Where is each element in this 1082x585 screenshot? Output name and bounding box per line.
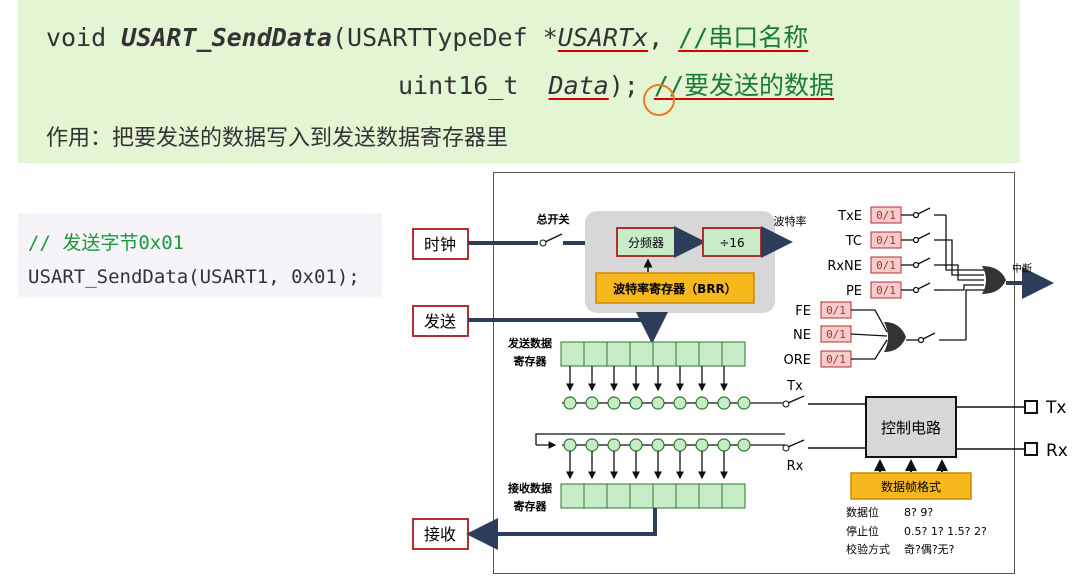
example-comment: // 发送字节0x01 [28,232,185,254]
brr-box [595,272,755,304]
flag-ore-label: ORE [784,353,811,368]
send-line [468,312,668,344]
tx-switch-label: Tx [786,379,803,394]
tx-pin [1024,400,1038,414]
flag-fe-label: FE [795,304,811,319]
error-or-wires [850,309,888,360]
flag-fe-value: 0/1 [826,304,846,317]
flag-txe-value: 0/1 [876,209,896,222]
function-name: USART_SendData [121,23,332,52]
div16-box [702,227,762,257]
function-signature-panel [18,0,1020,163]
rx-register-label-2: 寄存器 [514,499,548,513]
master-switch-label: 总开关 [537,212,570,226]
master-switch-pivot [539,239,547,247]
stop-bits-value: 0.5? 1? 1.5? 2? [904,525,987,538]
flag-switches [901,207,946,294]
flag-pe-value: 0/1 [876,284,896,297]
param-data: Data [548,71,609,100]
baud-rate-label: 波特率 [774,214,807,228]
tx-switch-pivot [782,400,790,408]
send-label: 发送 [424,312,456,331]
flag-ne-label: NE [793,328,811,343]
tx-data-register [560,341,746,367]
div16-label: ÷16 [719,236,744,250]
example-call: USART_SendData(USART1, 0x01); [28,266,360,288]
rx-pin [1024,442,1038,456]
flag-ne-value: 0/1 [826,328,846,341]
tx-register-label-1: 发送数据 [507,336,552,350]
flag-txe-label: TxE [837,209,862,224]
tx-shift-register [563,396,751,410]
rx-pin-label: Rx [1046,441,1068,461]
error-switch [906,332,966,344]
clock-box [412,228,469,260]
receive-label: 接收 [424,525,456,544]
clock-label: 时钟 [424,235,456,254]
rx-switch-pivot [782,444,790,452]
rx-shift-register [563,438,751,452]
param-usartx: USARTx [557,23,649,52]
parity-value: 奇?偶?无? [904,543,955,556]
signature-line-2: uint16_t Data); //要发送的数据 [398,71,834,100]
frame-format-arrows [874,459,948,472]
tx-pin-label: Tx [1045,398,1066,418]
example-code-block [18,213,382,297]
parity-label: 校验方式 [846,542,890,556]
tx-register-label-2: 寄存器 [514,354,548,368]
comment-port-name: //串口名称 [678,23,809,52]
flag-tc-label: TC [845,234,862,249]
control-circuit-label: 控制电路 [881,419,941,437]
control-circuit-box [865,396,957,458]
tx-switch [787,395,805,404]
rx-data-register [560,483,746,509]
interrupt-or-gate [982,266,1006,294]
flag-or-wires [945,215,984,340]
mouse-cursor-highlight [643,84,675,116]
flag-rxne-label: RxNE [827,259,862,274]
frame-format-label: 数据帧格式 [881,479,941,494]
flag-rxne-value: 0/1 [876,259,896,272]
purpose-text: 作用：把要发送的数据写入到发送数据寄存器里 [46,126,509,151]
data-bits-label: 数据位 [846,505,879,519]
tx-transfer-arrows [566,366,728,392]
error-or-gate [884,322,906,352]
master-switch [544,233,563,243]
data-bits-value: 8? 9? [904,506,933,519]
divider-box [616,227,676,257]
rx-switch [787,439,805,448]
rx-feedback-line [535,433,785,445]
flag-pe-label: PE [846,284,862,299]
divider-label: 分频器 [628,236,664,250]
rx-transfer-arrows [566,451,728,480]
flag-ore-value: 0/1 [826,353,846,366]
status-flags: TxE 0/1 TC 0/1 RxNE 0/1 PE 0/1 FE 0/1 NE… [784,206,902,368]
signature-line-1: void USART_SendData(USARTTypeDef *USARTx… [46,23,809,52]
frame-format-box [850,472,972,500]
interrupt-label: 中断 [1012,262,1032,275]
rx-register-label-1: 接收数据 [508,481,552,495]
brr-label: 波特率寄存器（BRR） [613,281,737,296]
stop-bits-label: 停止位 [846,524,879,538]
flag-tc-value: 0/1 [876,234,896,247]
rx-switch-label: Rx [787,459,804,474]
receive-line [466,508,657,550]
comment-data-to-send: //要发送的数据 [653,71,834,100]
